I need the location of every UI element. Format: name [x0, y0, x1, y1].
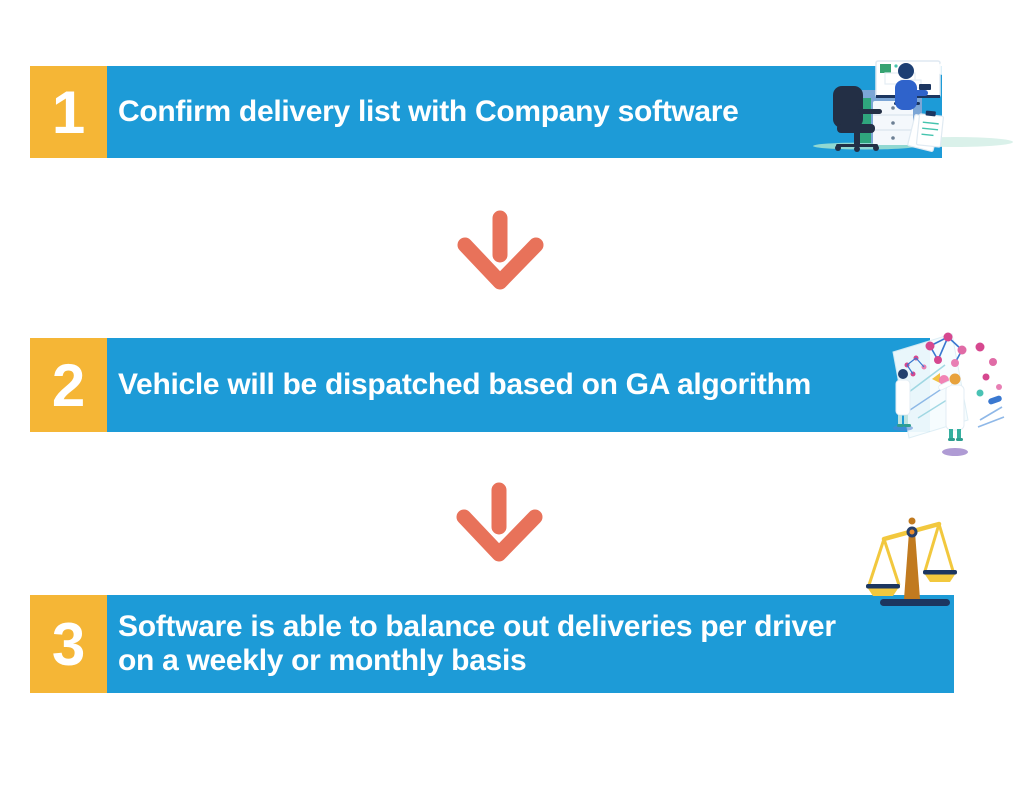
balance-scale-illustration	[866, 517, 957, 606]
scientist-right	[938, 373, 968, 456]
step-1-number: 1	[30, 66, 107, 158]
step-3-number: 3	[30, 595, 107, 693]
step-3-bar: 3 Software is able to balance out delive…	[30, 595, 954, 693]
scale-left-pan	[866, 538, 901, 596]
decor-circle	[937, 63, 949, 75]
step-2-bar: 2 Vehicle will be dispatched based on GA…	[30, 338, 930, 432]
scale-beam	[881, 521, 942, 542]
down-arrow-icon	[457, 210, 544, 290]
office-chair	[833, 86, 882, 152]
papers-clipboard	[907, 110, 944, 152]
scientist-left	[893, 369, 913, 431]
person-working-at-computer-desk-illustration	[813, 60, 1013, 152]
step-3-label: Software is able to balance out deliveri…	[118, 609, 836, 677]
scale-base-and-post	[880, 517, 950, 606]
scientists-at-ga-network-board-illustration	[892, 332, 1005, 456]
network-nodes	[925, 332, 1005, 428]
seated-person	[895, 63, 928, 110]
step-1-bar: 1 Confirm delivery list with Company sof…	[30, 66, 942, 158]
step-1-label: Confirm delivery list with Company softw…	[118, 94, 739, 128]
step-2-number: 2	[30, 338, 107, 432]
step-2-label: Vehicle will be dispatched based on GA a…	[118, 367, 811, 401]
down-arrow-icon	[456, 482, 543, 562]
scale-right-pan	[923, 523, 957, 582]
